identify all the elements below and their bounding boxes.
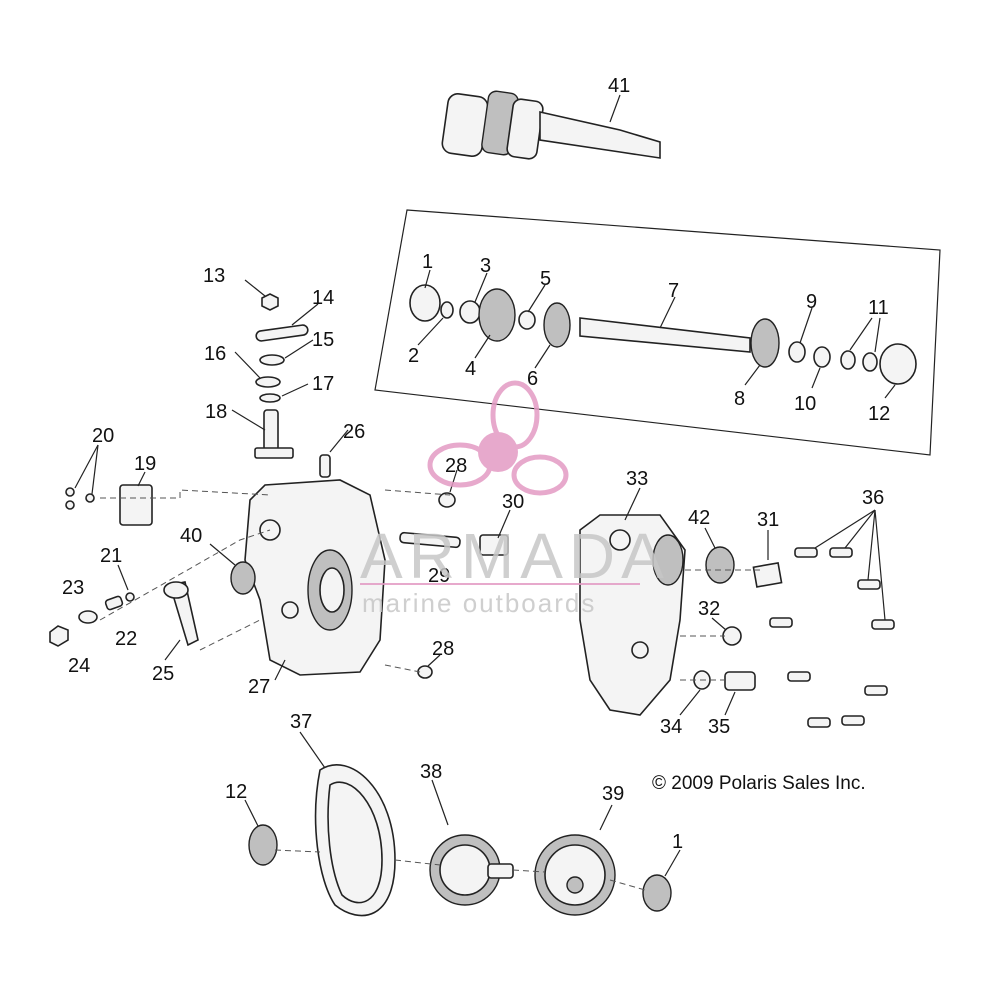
callout-18: 18 xyxy=(205,401,227,423)
shift-linkage xyxy=(231,279,349,478)
callout-7: 7 xyxy=(668,280,679,302)
callout-29: 29 xyxy=(428,565,450,587)
callout-42: 42 xyxy=(688,507,710,529)
callout-11: 11 xyxy=(868,297,889,319)
callout-4: 4 xyxy=(465,358,476,380)
callout-16: 16 xyxy=(204,343,226,365)
callout-38: 38 xyxy=(420,761,442,783)
right-housing-33 xyxy=(579,487,783,716)
left-small-parts xyxy=(49,444,271,661)
callout-8: 8 xyxy=(734,388,745,410)
gear-shaft-subassembly-box xyxy=(374,209,941,456)
propeller-logo-icon xyxy=(427,380,569,496)
callout-28-top: 28 xyxy=(445,455,467,477)
callout-3: 3 xyxy=(480,255,491,277)
callout-1-top: 1 xyxy=(422,251,433,273)
callout-24: 24 xyxy=(68,655,90,677)
center-small-parts xyxy=(384,469,511,679)
callout-37: 37 xyxy=(290,711,312,733)
callout-36: 36 xyxy=(862,487,884,509)
watermark: ARMADA marine outboards xyxy=(360,380,670,618)
callout-labels: 41 1 3 5 7 9 11 2 4 6 8 10 12 13 14 15 1… xyxy=(62,75,890,853)
callout-35: 35 xyxy=(708,716,730,738)
callout-30: 30 xyxy=(502,491,524,513)
callout-1-bottom: 1 xyxy=(672,831,683,853)
callout-28-bottom: 28 xyxy=(432,638,454,660)
bottom-drive-parts xyxy=(244,731,681,917)
callout-12-top: 12 xyxy=(868,403,890,425)
callout-14: 14 xyxy=(312,287,334,309)
callout-10: 10 xyxy=(794,393,816,415)
callout-21: 21 xyxy=(100,545,122,567)
callout-26: 26 xyxy=(343,421,365,443)
bolts-36 xyxy=(769,509,895,728)
callout-6: 6 xyxy=(527,368,538,390)
callout-33: 33 xyxy=(626,468,648,490)
callout-23: 23 xyxy=(62,577,84,599)
left-housing-27 xyxy=(244,479,386,681)
callout-17: 17 xyxy=(312,373,334,395)
callout-12-bottom: 12 xyxy=(225,781,247,803)
callout-40: 40 xyxy=(180,525,202,547)
callout-32: 32 xyxy=(698,598,720,620)
callout-20: 20 xyxy=(92,425,114,447)
callout-41: 41 xyxy=(608,75,630,97)
callout-19: 19 xyxy=(134,453,156,475)
callout-15: 15 xyxy=(312,329,334,351)
callout-39: 39 xyxy=(602,783,624,805)
callout-5: 5 xyxy=(540,268,551,290)
callout-9: 9 xyxy=(806,291,817,313)
callout-13: 13 xyxy=(203,265,225,287)
copyright-notice: © 2009 Polaris Sales Inc. xyxy=(652,773,866,794)
callout-25: 25 xyxy=(152,663,174,685)
callout-22: 22 xyxy=(115,628,137,650)
callout-34: 34 xyxy=(660,716,682,738)
callout-31: 31 xyxy=(757,509,779,531)
watermark-brand: ARMADA xyxy=(360,520,670,592)
output-shaft-41 xyxy=(441,90,661,160)
callout-2: 2 xyxy=(408,345,419,367)
callout-27: 27 xyxy=(248,676,270,698)
watermark-tagline: marine outboards xyxy=(362,588,596,618)
